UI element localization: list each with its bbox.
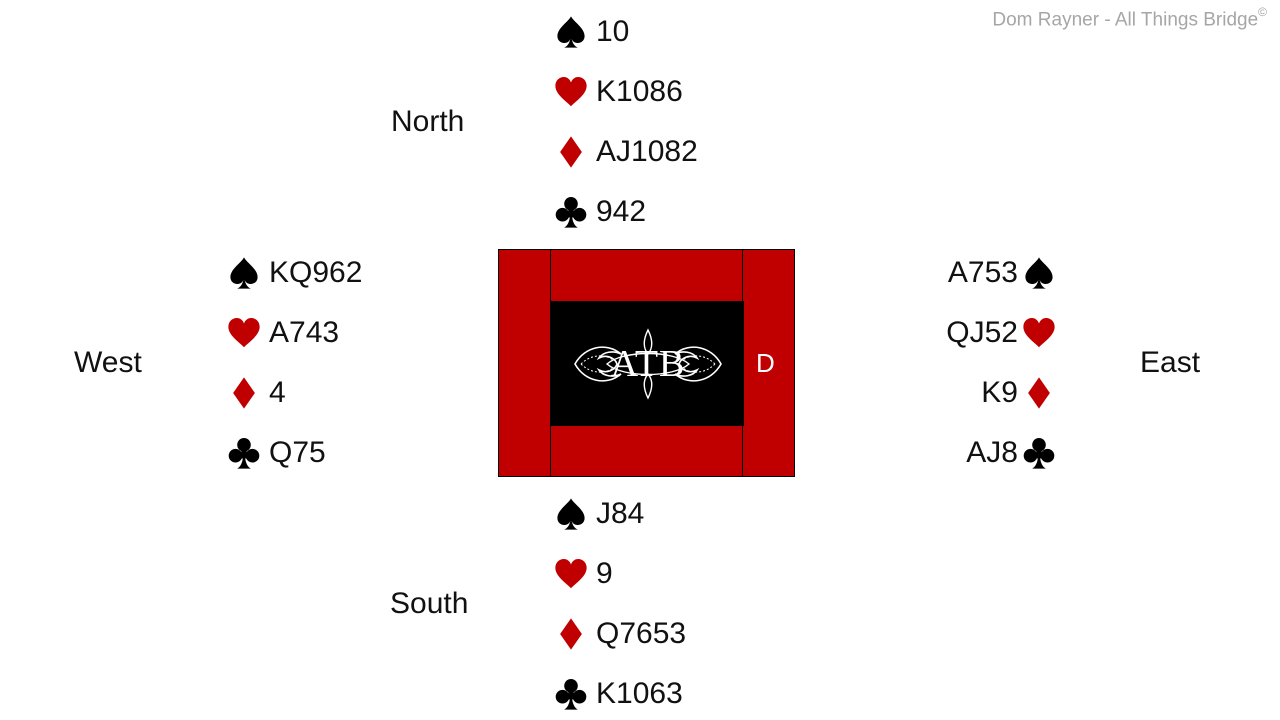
atb-logo: ATB [573, 327, 722, 400]
north-spades-row: 10 [554, 12, 629, 52]
diamond-icon [227, 376, 261, 410]
atb-logo-text: ATB [610, 343, 685, 385]
north-hearts-row: K1086 [554, 72, 683, 112]
east-clubs: AJ8 [966, 436, 1018, 469]
west-hearts-row: A743 [227, 313, 339, 353]
south-hearts: 9 [596, 557, 613, 590]
west-clubs: Q75 [269, 436, 326, 469]
spade-icon [554, 15, 588, 49]
west-hearts: A743 [269, 316, 340, 349]
west-diamonds-row: 4 [227, 373, 286, 413]
club-icon [1022, 436, 1056, 470]
spade-icon [227, 256, 261, 290]
south-spades: J84 [596, 497, 645, 530]
west-spades: KQ962 [269, 256, 363, 289]
seat-label-south: South [390, 587, 469, 620]
east-spades: A753 [947, 256, 1018, 289]
south-diamonds-row: Q7653 [554, 614, 686, 654]
table-divider-left [550, 250, 551, 476]
east-hearts-row: QJ52 [946, 313, 1056, 353]
club-icon [554, 677, 588, 711]
north-diamonds-row: AJ1082 [554, 132, 698, 172]
north-spades: 10 [596, 15, 630, 48]
south-clubs-row: K1063 [554, 674, 683, 714]
table-logo-panel: ATB [551, 301, 744, 426]
club-icon [227, 436, 261, 470]
heart-icon [554, 557, 588, 591]
seat-label-north: North [391, 105, 465, 138]
diamond-icon [1022, 376, 1056, 410]
copyright-notice: Dom Rayner - All Things Bridge© [992, 5, 1267, 31]
spade-icon [554, 497, 588, 531]
club-icon [554, 195, 588, 229]
east-diamonds-row: K9 [981, 373, 1056, 413]
bridge-table: ATB D [498, 249, 795, 477]
heart-icon [554, 75, 588, 109]
north-hearts: K1086 [596, 75, 683, 108]
east-clubs-row: AJ8 [966, 433, 1056, 473]
heart-icon [227, 316, 261, 350]
copyright-text: Dom Rayner - All Things Bridge [992, 9, 1259, 31]
west-spades-row: KQ962 [227, 253, 362, 293]
south-clubs: K1063 [596, 677, 683, 710]
north-clubs-row: 942 [554, 192, 646, 232]
north-diamonds: AJ1082 [596, 135, 698, 168]
spade-icon [1022, 256, 1056, 290]
diamond-icon [554, 135, 588, 169]
east-hearts: QJ52 [946, 316, 1018, 349]
south-diamonds: Q7653 [596, 617, 687, 650]
heart-icon [1022, 316, 1056, 350]
east-diamonds: K9 [981, 376, 1018, 409]
south-hearts-row: 9 [554, 554, 613, 594]
dealer-marker: D [756, 348, 775, 378]
west-clubs-row: Q75 [227, 433, 326, 473]
seat-label-west: West [74, 346, 142, 379]
seat-label-east: East [1140, 346, 1201, 379]
east-spades-row: A753 [948, 253, 1056, 293]
copyright-mark: © [1258, 5, 1267, 19]
north-clubs: 942 [596, 195, 647, 228]
south-spades-row: J84 [554, 494, 644, 534]
diamond-icon [554, 617, 588, 651]
west-diamonds: 4 [269, 376, 286, 409]
